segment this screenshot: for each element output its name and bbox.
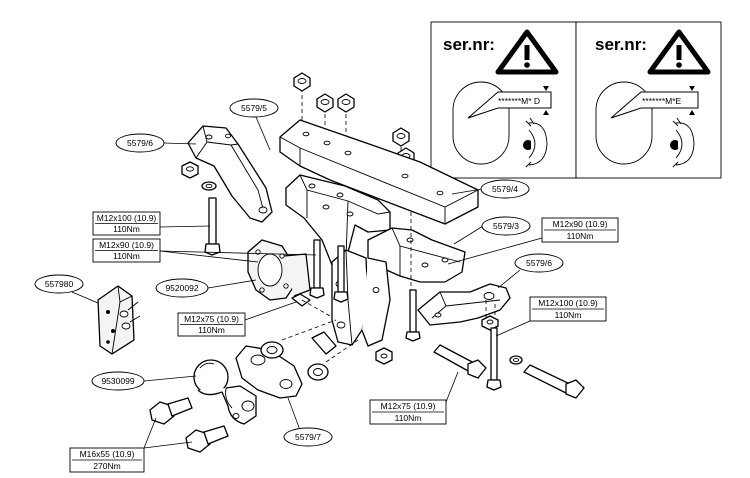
nut — [316, 93, 334, 113]
svg-text:M12x90 (10.9): M12x90 (10.9) — [553, 219, 608, 229]
bolt — [405, 289, 421, 342]
svg-text:5579/6: 5579/6 — [526, 258, 552, 268]
label-5579-3 — [481, 216, 531, 236]
svg-text:M12x100 (10.9): M12x100 (10.9) — [538, 298, 598, 308]
label-5579-7 — [283, 427, 333, 447]
svg-text:110Nm: 110Nm — [395, 413, 422, 423]
serial-heading: ser.nr: — [595, 35, 647, 54]
eye-icon — [670, 117, 695, 168]
serial-number-panel-2: ser.nr: *******M*E — [575, 21, 722, 179]
warning-triangle-icon — [647, 29, 711, 75]
bolt — [333, 245, 349, 303]
svg-text:9530099: 9530099 — [101, 376, 134, 386]
bolt-spec-5: M12x100 (10.9) 110Nm — [495, 296, 607, 337]
nut — [337, 93, 355, 113]
bolt — [486, 327, 502, 391]
serial-number-panel-1: ser.nr: *******M* D — [430, 21, 577, 179]
svg-text:110Nm: 110Nm — [113, 251, 140, 261]
svg-text:110Nm: 110Nm — [567, 231, 594, 241]
label-9520092 — [155, 278, 209, 298]
socket-holder — [97, 285, 141, 355]
svg-text:5579/4: 5579/4 — [492, 184, 518, 194]
label-9530099 — [91, 371, 145, 391]
warning-triangle-icon — [495, 29, 559, 75]
serial-plate-text: *******M*E — [642, 96, 682, 106]
svg-text:M16x55 (10.9): M16x55 (10.9) — [80, 449, 135, 459]
clamp-plate — [235, 319, 359, 399]
svg-text:M12x90 (10.9): M12x90 (10.9) — [99, 240, 154, 250]
svg-text:M12x75 (10.9): M12x75 (10.9) — [381, 401, 436, 411]
label-5579-4 — [480, 179, 530, 199]
bolt-spec-boxes: M12x100 (10.9) 110Nm M12x90 (10.9) 110Nm… — [69, 211, 619, 473]
label-5579-6-left — [115, 133, 165, 153]
svg-text:270Nm: 270Nm — [93, 461, 120, 471]
nut — [181, 161, 199, 179]
svg-text:9520092: 9520092 — [165, 283, 198, 293]
bolt-spec-7: M16x55 (10.9) 270Nm — [69, 417, 193, 473]
mounting-plate — [247, 239, 311, 301]
svg-text:5579/5: 5579/5 — [241, 103, 267, 113]
bolt — [309, 239, 325, 299]
svg-text:5579/7: 5579/7 — [295, 432, 321, 442]
bolt — [433, 344, 487, 379]
bolt-spec-3: M12x75 (10.9) 110Nm — [177, 301, 297, 337]
side-bracket-left — [187, 125, 273, 223]
bolt-spec-4: M12x90 (10.9) 110Nm — [447, 217, 619, 265]
eye-icon — [523, 117, 548, 168]
svg-text:M12x100 (10.9): M12x100 (10.9) — [97, 213, 157, 223]
nut — [293, 72, 311, 92]
nut — [392, 127, 410, 147]
label-5579-6-right — [514, 253, 564, 273]
bolt — [291, 293, 331, 317]
label-5579-5 — [229, 98, 279, 118]
svg-text:5579/3: 5579/3 — [493, 221, 519, 231]
svg-text:5579/6: 5579/6 — [127, 138, 153, 148]
bolts — [149, 197, 585, 453]
serial-heading: ser.nr: — [443, 35, 495, 54]
bolt — [204, 197, 221, 256]
bolt-spec-2: M12x90 (10.9) 110Nm — [92, 238, 317, 263]
bolt — [149, 397, 193, 425]
svg-text:M12x75 (10.9): M12x75 (10.9) — [184, 314, 239, 324]
towball — [193, 359, 257, 425]
bolt-spec-1: M12x100 (10.9) 110Nm — [92, 211, 211, 236]
svg-text:110Nm: 110Nm — [555, 310, 582, 320]
bolt — [509, 355, 585, 399]
bolt-spec-6: M12x75 (10.9) 110Nm — [369, 371, 459, 425]
svg-text:110Nm: 110Nm — [113, 224, 140, 234]
cross-member — [279, 119, 479, 225]
label-557980 — [34, 274, 84, 294]
svg-text:557980: 557980 — [45, 279, 74, 289]
part-labels: 5579/5 5579/6 5579/4 5579/3 5579/6 55798… — [34, 98, 564, 447]
serial-plate-text: *******M* D — [498, 96, 540, 106]
side-bracket-right — [417, 283, 511, 331]
bolt — [185, 425, 229, 453]
svg-text:110Nm: 110Nm — [198, 325, 225, 335]
